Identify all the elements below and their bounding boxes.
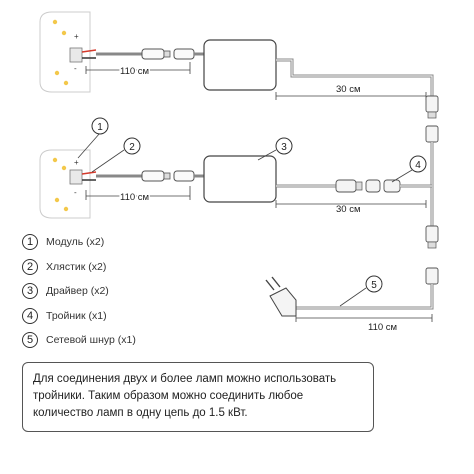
note-line: Для соединения двух и более ламп можно и… [33,373,337,385]
legend-number: 5 [22,332,38,348]
connector-right-lower [425,225,439,285]
note-line: количество ламп в одну цепь до 1.5 кВт. [33,407,248,419]
callout-1: 1 [91,117,109,135]
led-dot [52,157,58,163]
connector-right-upper [425,95,439,143]
svg-text:3: 3 [281,142,287,153]
legend-label: Модуль (х2) [46,236,105,248]
pigtail-top [81,48,204,60]
minus-mark: - [74,188,77,197]
callout-leader-1 [77,132,101,159]
driver-top [203,39,277,91]
power-plug [265,276,297,317]
legend-item: 1 Модуль (х2) [22,234,222,259]
legend: 1 Модуль (х2) 2 Хлястик (х2) 3 Драйвер (… [22,234,222,357]
legend-label: Тройник (х1) [46,309,107,322]
connector-block [69,47,83,63]
led-dot [52,19,58,25]
callout-2: 2 [123,137,141,155]
callout-leader-2 [91,149,125,173]
legend-item: 2 Хлястик (х2) [22,258,222,284]
plus-mark: + [74,32,79,41]
dimension-line-middle-30: 30 см [275,200,427,215]
legend-label: Хлястик (х2) [46,260,107,273]
cable-length-label: 30 см [336,204,361,215]
dimension-line-power-110: 110 см [295,314,433,333]
cable-length-label: 110 см [120,66,149,77]
legend-item: 4 Тройник (х1) [22,307,222,333]
legend-number: 1 [22,234,38,250]
callout-3: 3 [275,137,293,155]
callout-leader-3 [257,149,277,161]
led-dot [63,80,69,86]
callout-4: 4 [409,155,427,173]
led-module-middle: + - [39,149,91,219]
led-dot [54,70,60,76]
plus-mark: + [74,158,79,167]
pigtail-middle [81,170,204,182]
dimension-line-top-30: 30 см [275,84,427,100]
legend-item: 5 Сетевой шнур (х1) [22,332,222,357]
tee-splitter [335,179,432,193]
led-dot [54,197,60,203]
minus-mark: - [74,64,77,73]
callout-leader-4 [391,169,413,183]
legend-label: Сетевой шнур (х1) [46,334,136,346]
svg-text:5: 5 [371,280,377,291]
legend-number: 2 [22,258,38,275]
cable-length-label: 110 см [120,192,149,203]
led-dot [61,30,67,36]
led-dot [61,165,67,171]
legend-number: 4 [22,307,38,324]
led-dot [63,206,69,212]
led-module-top: + - [39,11,91,93]
svg-text:1: 1 [97,122,103,133]
svg-text:2: 2 [129,142,135,153]
cable-length-label: 110 см [368,322,397,333]
legend-item: 3 Драйвер (х2) [22,283,222,308]
dimension-line-middle-110: 110 см [85,186,191,205]
note-line: тройники. Таким образом можно соединить … [33,390,304,402]
svg-text:4: 4 [415,160,421,171]
driver-middle [203,155,277,203]
connector-block [69,169,83,185]
info-note: Для соединения двух и более ламп можно и… [22,362,374,432]
dimension-line-top-110: 110 см [85,62,191,79]
legend-number: 3 [22,283,38,299]
callout-leader-5 [339,287,367,307]
cable-length-label: 30 см [336,84,361,95]
callout-5: 5 [365,275,383,293]
legend-label: Драйвер (х2) [46,285,109,297]
